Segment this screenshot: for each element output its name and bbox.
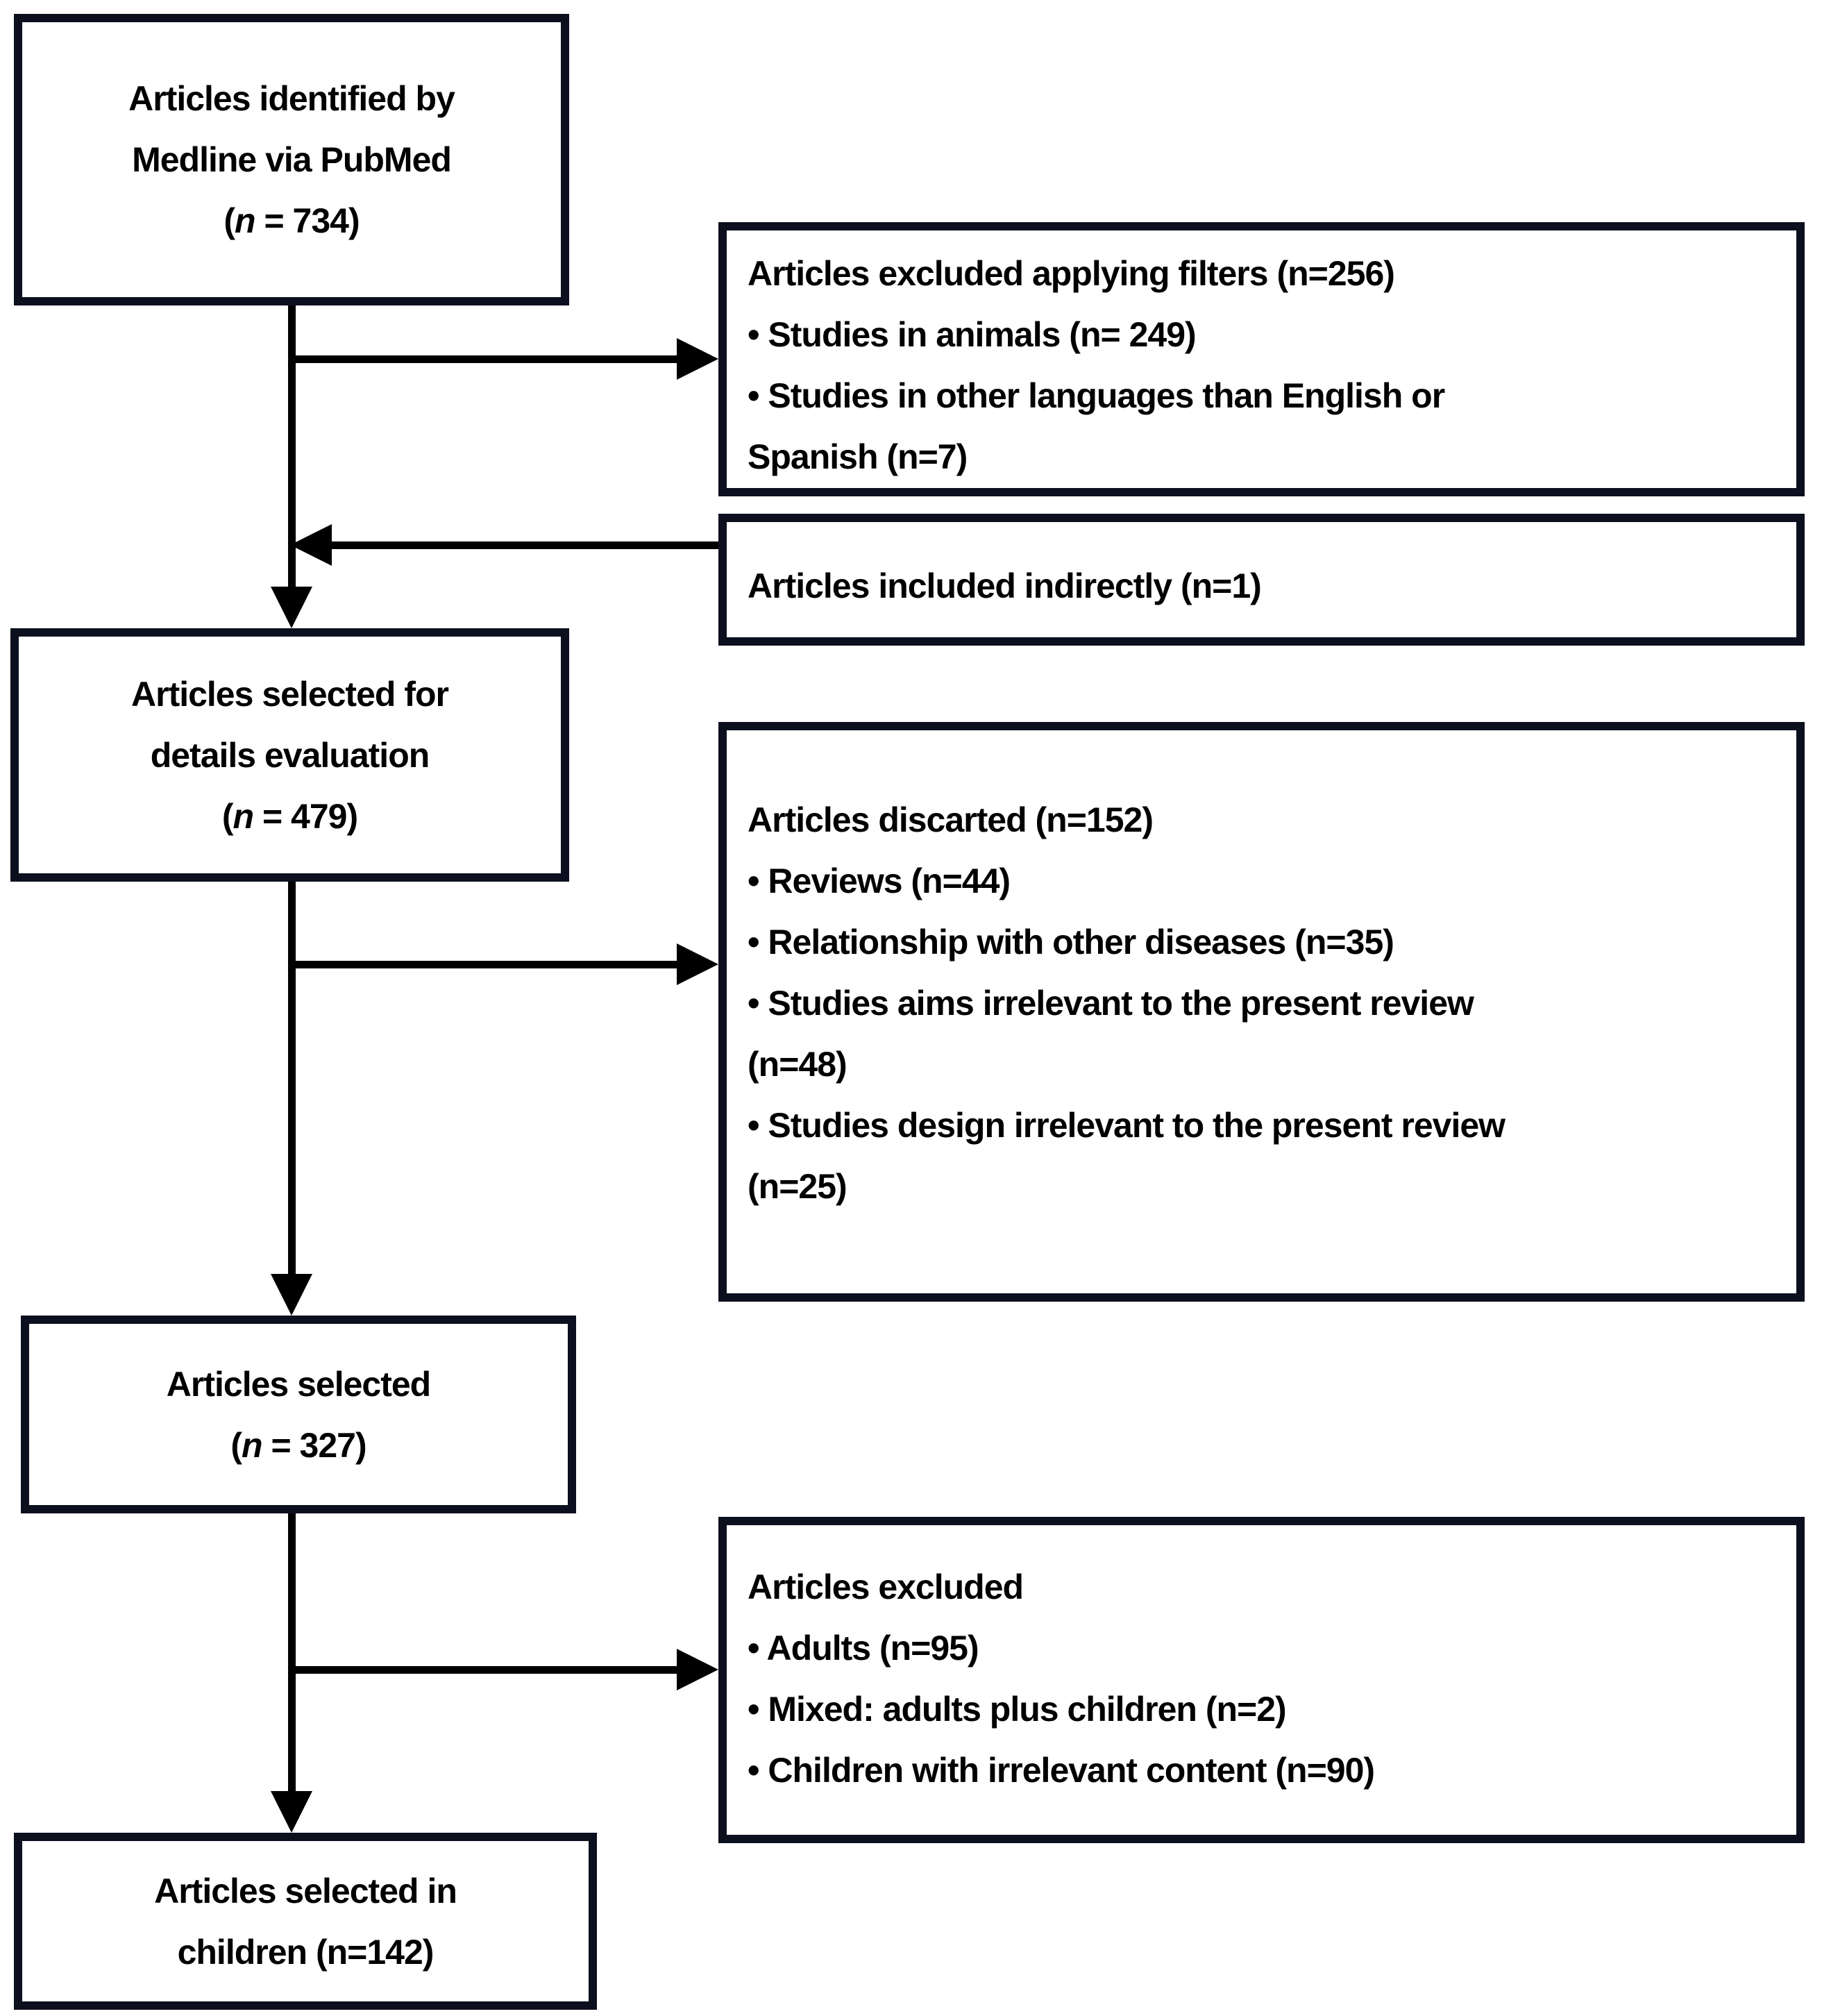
box-text-line: Medline via PubMed <box>132 140 452 179</box>
bullet-line: • Children with irrelevant content (n=90… <box>748 1751 1375 1790</box>
box-text-line: details evaluation <box>150 735 430 775</box>
bullet-line: • Mixed: adults plus children (n=2) <box>748 1690 1287 1729</box>
bullet-line: • Adults (n=95) <box>748 1629 979 1668</box>
box-articles-discarded: Articles discarted (n=152) • Reviews (n=… <box>718 722 1805 1302</box>
bullet-continuation-line: (n=25) <box>748 1167 847 1206</box>
box-text-line: Articles identified by <box>128 79 455 118</box>
box-text-line: Articles selected in <box>154 1871 457 1910</box>
connector-to-discarded <box>288 961 680 968</box>
box-text-line: Articles discarted (n=152) <box>748 800 1154 839</box>
connector-to-excluded-filters <box>288 355 680 363</box>
box-articles-included-indirectly: Articles included indirectly (n=1) <box>718 514 1805 646</box>
box-articles-excluded-population: Articles excluded • Adults (n=95) • Mixe… <box>718 1517 1805 1843</box>
arrow-down-icon <box>271 1274 312 1316</box>
bullet-line: • Studies design irrelevant to the prese… <box>748 1106 1505 1145</box>
box-text-line: Articles excluded <box>748 1568 1024 1606</box>
box-count-line: (n = 327) <box>230 1425 366 1465</box>
arrow-left-icon <box>290 524 332 566</box>
box-articles-excluded-filters: Articles excluded applying filters (n=25… <box>718 222 1805 496</box>
connector-identified-to-evaluation <box>288 305 296 594</box>
arrow-right-icon <box>677 943 718 985</box>
bullet-line: • Reviews (n=44) <box>748 862 1011 900</box>
box-count-line: (n = 479) <box>221 796 358 836</box>
connector-selected-to-children <box>288 1513 296 1795</box>
box-articles-selected-evaluation: Articles selected for details evaluation… <box>10 628 569 882</box>
bullet-line: • Studies aims irrelevant to the present… <box>748 984 1474 1023</box>
bullet-continuation-line: (n=48) <box>748 1045 847 1084</box>
box-articles-identified: Articles identified by Medline via PubMe… <box>14 14 569 305</box>
box-text-line: Articles selected for <box>131 674 449 714</box>
bullet-line: • Relationship with other diseases (n=35… <box>748 923 1394 961</box>
arrow-right-icon <box>677 338 718 380</box>
bullet-line: • Studies in animals (n= 249) <box>748 315 1197 354</box>
arrow-right-icon <box>677 1649 718 1690</box>
box-articles-selected: Articles selected (n = 327) <box>21 1316 576 1513</box>
connector-from-included-indirectly <box>326 541 718 549</box>
box-text-line: Articles excluded applying filters (n=25… <box>748 254 1395 293</box>
box-articles-selected-children: Articles selected in children (n=142) <box>14 1833 597 2010</box>
box-count-line: (n = 734) <box>223 201 360 240</box>
box-text-line: Articles included indirectly (n=1) <box>748 566 1262 605</box>
box-text-line: children (n=142) <box>177 1932 435 1972</box>
connector-evaluation-to-selected <box>288 882 296 1277</box>
arrow-down-icon <box>271 587 312 628</box>
bullet-line: • Studies in other languages than Englis… <box>748 376 1445 415</box>
arrow-down-icon <box>271 1791 312 1833</box>
connector-to-excluded-population <box>288 1666 680 1674</box>
bullet-continuation-line: Spanish (n=7) <box>748 437 968 476</box>
box-text-line: Articles selected <box>166 1364 431 1404</box>
